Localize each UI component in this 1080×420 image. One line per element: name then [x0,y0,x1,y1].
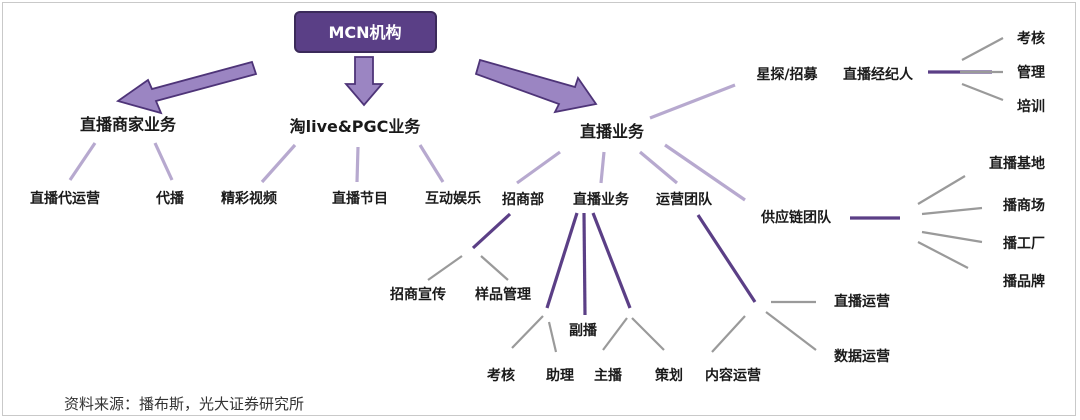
node-merchant-ops: 直播代运营 [30,190,100,207]
node-train: 培训 [1017,98,1045,115]
node-proxy-broadcast: 代播 [155,190,185,207]
node-live-ops: 直播运营 [834,293,890,310]
node-assistant: 助理 [546,367,574,384]
node-program: 直播节目 [332,190,388,207]
connectors [68,37,1004,353]
node-live-sub: 直播业务 [573,191,630,208]
node-taobao-pgc: 淘live&PGC业务 [290,117,422,136]
node-invest-promo: 招商宣传 [390,286,446,303]
arrow-middle [344,56,384,107]
node-video: 精彩视频 [221,190,277,207]
node-planning: 策划 [654,367,683,384]
arrow-right [474,58,598,114]
root-label: MCN机构 [328,23,401,42]
root-node: MCN机构 [294,11,437,53]
node-recruit: 星探/招募 [756,66,818,83]
source-note: 资料来源：播布斯，光大证券研究所 [64,395,304,413]
node-deputy-host: 副播 [569,322,598,339]
node-assess-sub: 考核 [487,367,515,384]
node-ops-team: 运营团队 [656,191,713,208]
node-data-ops: 数据运营 [834,348,890,365]
node-merchant-business: 直播商家业务 [80,115,177,134]
node-factory: 播工厂 [1003,235,1045,252]
node-agent: 直播经纪人 [843,66,914,83]
node-assess: 考核 [1017,30,1045,47]
node-brand: 播品牌 [1003,273,1045,290]
node-live-base: 直播基地 [989,155,1045,172]
node-sample-manage: 样品管理 [475,286,531,303]
node-manage: 管理 [1017,64,1045,81]
root-box [294,11,437,53]
node-entertainment: 互动娱乐 [425,190,481,207]
node-venue: 播商场 [1003,197,1045,214]
node-content-ops: 内容运营 [705,367,761,384]
arrow-left [115,60,258,115]
node-host: 主播 [594,367,623,384]
node-live-business: 直播业务 [580,122,645,141]
node-supply-chain: 供应链团队 [760,209,832,226]
node-invest-dept: 招商部 [502,191,544,208]
